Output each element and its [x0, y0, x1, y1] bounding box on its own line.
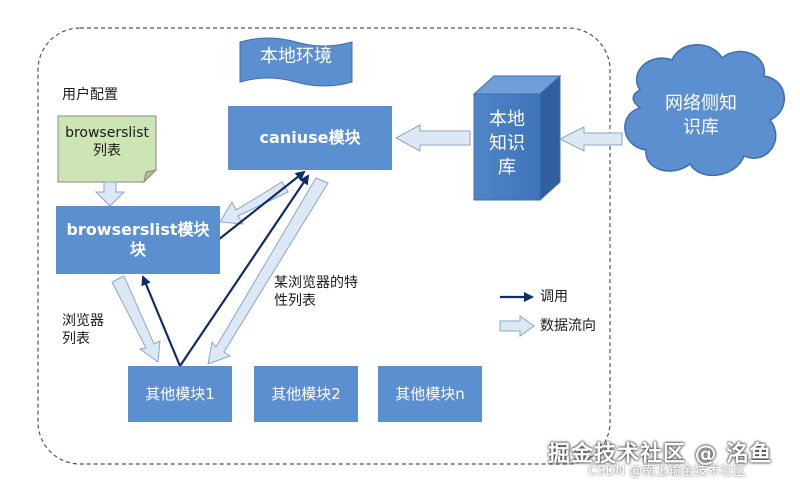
watermark-sub: CSDN @南玉输金技术社区: [588, 464, 747, 479]
browserslist-module-box: browserslist模块 块: [56, 206, 220, 274]
watermark: 掘金技术社区 @ 洺鱼: [548, 442, 773, 467]
legend-call-label: 调用: [540, 289, 568, 305]
call-arrow-module1-to-caniuse: [179, 174, 310, 367]
local-env-boundary: [37, 27, 611, 465]
note-fold: [143, 169, 158, 184]
browser-list-label: 浏览器 列表: [62, 313, 104, 347]
flow-arrow-caniuse-to-browserslist: [219, 181, 289, 225]
flow-arrow-caniuse-to-module1: [207, 177, 329, 365]
banner-shape: [239, 37, 353, 87]
legend-flow-label: 数据流向: [540, 318, 596, 334]
other-module-2-box: 其他模块2: [254, 366, 358, 422]
caniuse-module-box: caniuse模块: [228, 106, 392, 170]
cube-side: [539, 74, 561, 202]
flow-arrow-cloud-to-cube: [558, 126, 623, 152]
other-module-n-box: 其他模块n: [378, 366, 482, 422]
other-module-1-box: 其他模块1: [128, 366, 232, 422]
network-kb-label: 网络侧知 识库: [665, 93, 737, 138]
legend-flow-arrow: [499, 315, 535, 337]
feature-list-label: 某浏览器的特 性列表: [274, 275, 358, 309]
cube-front: [473, 93, 541, 201]
call-arrow-module1-to-browserslist: [141, 275, 182, 367]
call-arrow-browserslist-to-caniuse: [217, 170, 306, 241]
local-kb-label: 本地 知识 库: [489, 109, 525, 178]
banner-title: 本地环境: [260, 46, 332, 67]
user-config-label: 用户配置: [62, 87, 118, 103]
cloud-shape: [624, 44, 786, 177]
flow-arrow-cube-to-caniuse: [394, 124, 471, 152]
browserslist-note-text: browserslist 列表: [65, 125, 149, 159]
flow-arrow-note-to-browserslist: [94, 181, 126, 207]
flow-arrow-browserslist-to-module1: [111, 275, 161, 363]
